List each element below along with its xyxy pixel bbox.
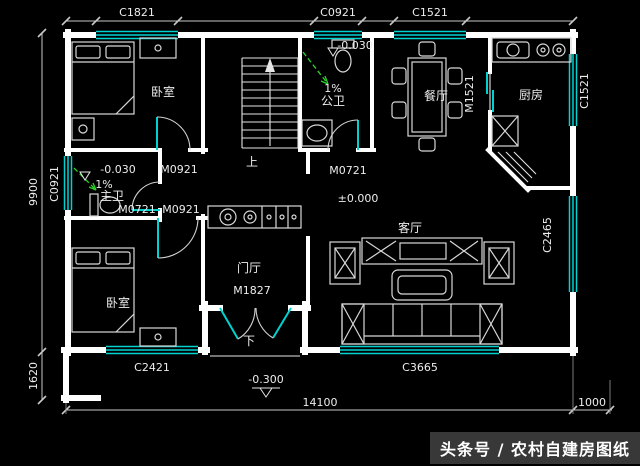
toilet-master-icon [89,193,121,217]
labels: C1821 C0921 C1521 C0921 9900 1620 C1521 … [27,6,606,409]
level-marker-public [327,47,339,57]
dining-table-set [391,41,463,152]
label-dim-1620: 1620 [27,362,40,390]
label-stairs-down: 下 [243,334,255,348]
label-room-master-bath: 主卫 [100,189,124,203]
sofa [341,303,503,345]
label-door-m0921-bedroom2: M0921 [162,203,200,216]
label-dim-14100: 14100 [303,396,338,409]
dresser-top [139,37,177,59]
kitchen-fridge [491,115,519,147]
slope-arrow-master [73,167,97,191]
door-public-bath [327,119,359,151]
door-master-bath [131,181,161,211]
label-window-c0921-top: C0921 [320,6,356,19]
label-window-c3665: C3665 [402,361,438,374]
label-level-public: -0.030 [337,39,372,52]
label-slope-master: 1% [95,178,112,191]
label-level-master: -0.030 [100,163,135,176]
toilet-public-icon [331,39,355,73]
window-c2465-right [568,196,578,292]
label-dim-9900: 9900 [27,178,40,206]
sink-public-icon [301,119,333,147]
nightstand-top [71,117,95,141]
bed-top [71,41,135,115]
label-door-m0721-master: M0721 [118,203,156,216]
door-kitchen-sliding [486,72,494,112]
label-door-m1827: M1827 [233,284,271,297]
door-entry-double [219,307,292,340]
dimension-lines [37,16,615,415]
tv-cabinet [361,237,483,265]
label-stairs-up: 上 [246,155,258,169]
label-room-dining: 餐厅 [424,88,448,103]
label-slope-public: 1% [324,82,341,95]
watermark-text: 头条号 / 农村自建房图纸 [440,440,630,459]
label-window-c1521-right: C1521 [578,73,591,109]
window-c0921-left [63,156,73,210]
interior-walls [64,33,575,357]
label-window-c1521-top: C1521 [412,6,448,19]
label-window-c0921-left: C0921 [48,166,61,202]
window-c1821 [96,30,178,40]
stairs [241,57,299,149]
dresser-bottom [139,327,177,347]
label-room-living: 客厅 [398,220,422,235]
label-room-public-bath: 公卫 [321,94,345,108]
label-room-foyer: 门厅 [237,260,261,275]
window-c1521-top [394,30,466,40]
label-window-c2465: C2465 [541,217,554,253]
door-bedroom2 [157,217,199,259]
watermark-banner: 头条号 / 农村自建房图纸 [430,432,640,464]
label-door-m0721-public: M0721 [329,164,367,177]
label-room-bedroom-top: 卧室 [151,84,175,99]
bed-bottom [71,247,135,333]
label-window-c1821: C1821 [119,6,155,19]
armchair-left [329,241,361,285]
level-marker-porch [252,387,280,398]
window-c0921-top [314,30,362,40]
armchair-right [483,241,515,285]
label-level-ground: ±0.000 [338,192,379,205]
kitchen-counter [491,37,572,63]
label-level-porch: -0.300 [248,373,283,386]
label-window-c2421: C2421 [134,361,170,374]
window-c1521-right [568,54,578,126]
label-room-kitchen: 厨房 [519,87,543,102]
level-marker-master [79,171,91,181]
label-door-m0921-bedroom1: M0921 [160,163,198,176]
slope-arrow-public [302,51,329,85]
door-bedroom1 [156,116,191,151]
label-dim-1000: 1000 [578,396,606,409]
window-c3665-bottom [340,345,499,355]
label-room-bedroom-bottom: 卧室 [106,295,130,310]
coffee-table [391,269,453,301]
label-door-m1521: M1521 [463,75,476,113]
foyer-cabinet [207,205,302,229]
